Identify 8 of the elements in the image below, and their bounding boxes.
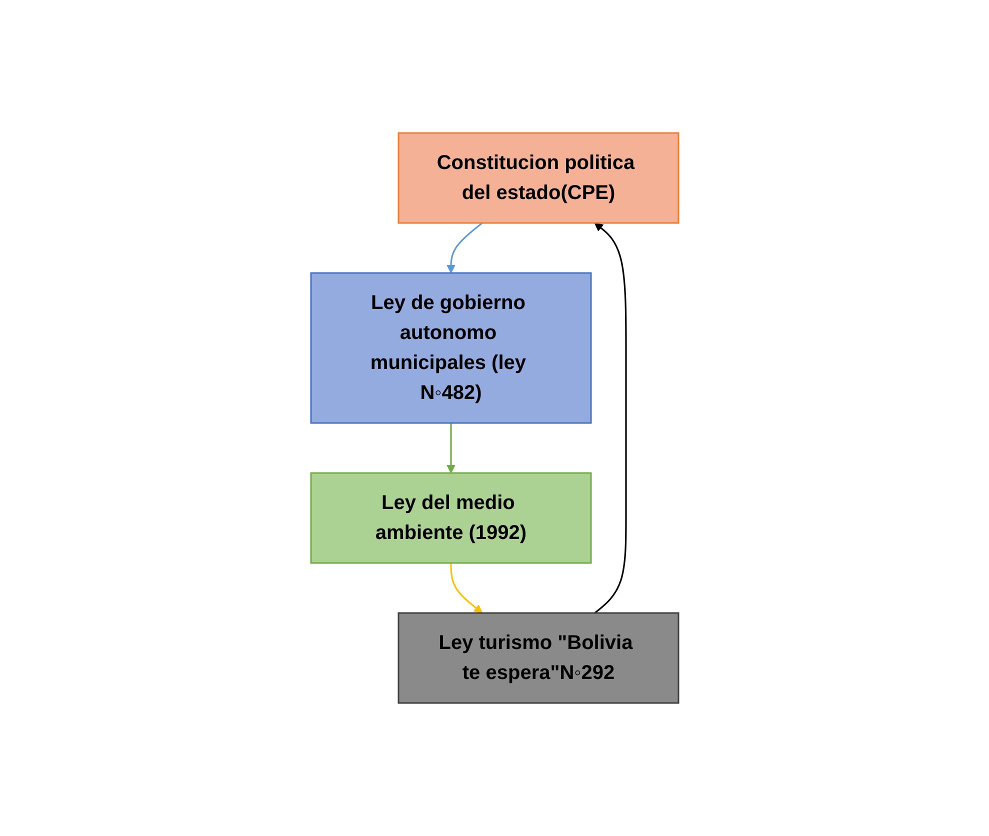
arrow — [446, 222, 482, 274]
node-box: Ley turismo "Bolivia te espera"N◦292 — [398, 612, 679, 704]
arrow — [450, 563, 482, 614]
node-box: Ley del medio ambiente (1992) — [310, 472, 592, 564]
node-box: Constitucion politica del estado(CPE) — [398, 132, 679, 224]
arrow — [446, 423, 456, 474]
node-box: Ley de gobierno autonomo municipales (ley N◦482) — [310, 272, 592, 424]
arrow — [594, 222, 627, 614]
